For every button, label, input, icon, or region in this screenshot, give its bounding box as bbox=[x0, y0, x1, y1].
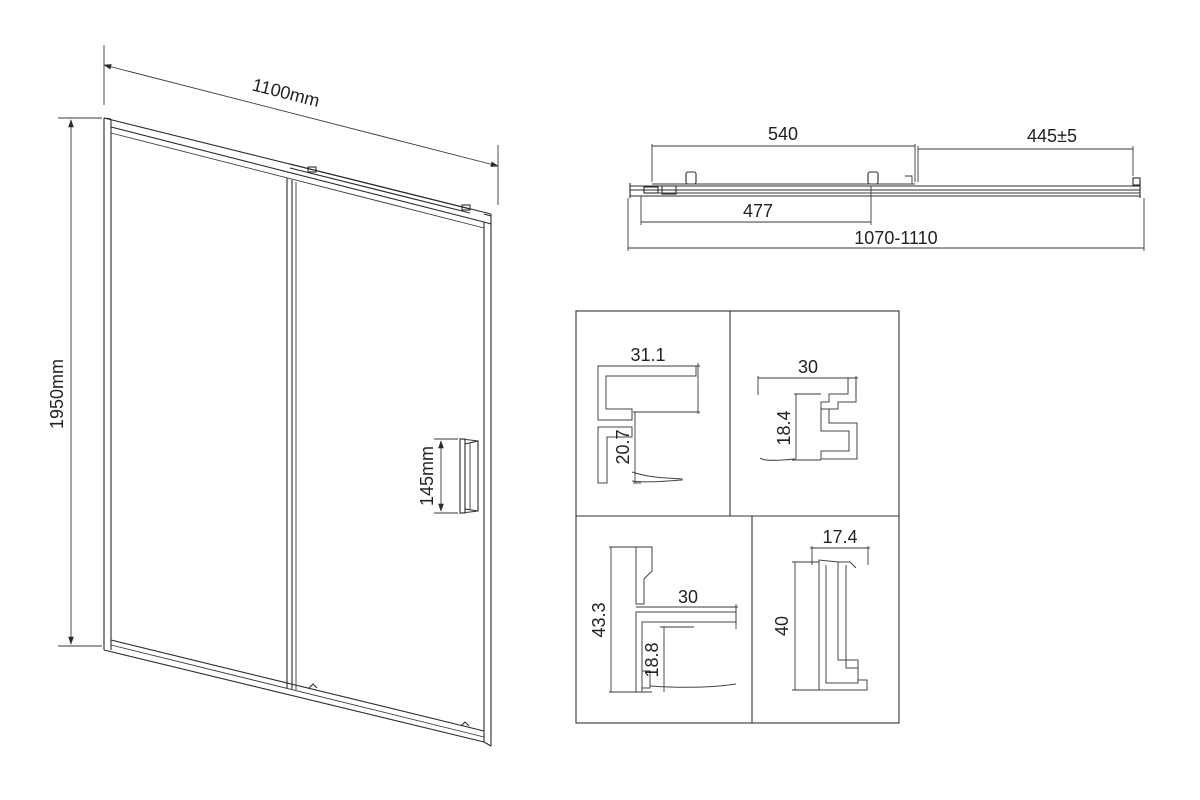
height-dimension: 1950mm bbox=[47, 117, 102, 647]
door-perspective-view: 1100mm 1950mm 145mm bbox=[47, 45, 499, 747]
dim-540-label: 540 bbox=[768, 124, 798, 144]
profile-1: 31.1 20.7 bbox=[597, 345, 700, 484]
profile-4-width: 17.4 bbox=[822, 527, 857, 547]
bottom-guide-left bbox=[308, 683, 318, 689]
top-view: 540 445±5 477 1070-1110 bbox=[627, 124, 1145, 251]
right-wall-profile bbox=[483, 221, 492, 746]
dim-477: 477 bbox=[640, 186, 872, 225]
profile-sections: 31.1 20.7 30 18.4 bbox=[575, 310, 900, 724]
door-handle bbox=[459, 438, 479, 514]
bottom-rail bbox=[103, 639, 492, 747]
dim-445-label: 445±5 bbox=[1027, 126, 1077, 146]
profile-3-width: 30 bbox=[678, 587, 698, 607]
profile-1-width: 31.1 bbox=[630, 345, 665, 365]
height-label: 1950mm bbox=[47, 359, 67, 429]
bottom-guide-right bbox=[460, 721, 470, 727]
profile-3: 30 43.3 18.8 bbox=[589, 546, 738, 693]
top-rail bbox=[103, 117, 492, 229]
profile-3-height2: 18.8 bbox=[642, 642, 662, 677]
dim-477-label: 477 bbox=[743, 201, 773, 221]
panel-divider bbox=[286, 178, 297, 690]
profile-2-height: 18.4 bbox=[774, 410, 794, 445]
profile-1-height: 20.7 bbox=[613, 429, 633, 464]
roller-right bbox=[867, 171, 879, 185]
sliding-track bbox=[289, 163, 471, 214]
roller-left bbox=[685, 171, 697, 185]
profile-3-height: 43.3 bbox=[589, 602, 609, 637]
dim-540: 540 bbox=[651, 124, 916, 182]
profile-2: 30 18.4 bbox=[757, 357, 858, 461]
left-wall-profile bbox=[103, 117, 112, 650]
dim-445: 445±5 bbox=[917, 126, 1134, 182]
profile-2-width: 30 bbox=[798, 357, 818, 377]
profile-4: 17.4 40 bbox=[772, 527, 870, 691]
dim-total: 1070-1110 bbox=[627, 198, 1145, 251]
dim-total-label: 1070-1110 bbox=[854, 228, 937, 248]
profile-4-height: 40 bbox=[772, 616, 792, 636]
handle-label: 145mm bbox=[417, 446, 437, 506]
handle-dimension: 145mm bbox=[417, 438, 458, 514]
